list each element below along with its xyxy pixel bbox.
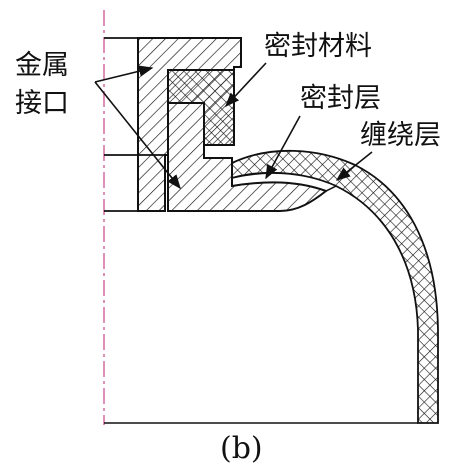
leader-metal-lower [94, 81, 181, 190]
label-metal-interface-line1: 金属 [15, 50, 69, 81]
label-winding-layer: 缠绕层 [360, 120, 441, 151]
leader-metal-upper [94, 65, 154, 83]
label-metal-interface-line2: 接口 [15, 88, 69, 119]
label-sealing-material: 密封材料 [264, 31, 372, 62]
leader-sealing-material [225, 62, 267, 108]
label-sealing-layer: 密封层 [300, 83, 381, 114]
leader-winding-layer [335, 151, 373, 181]
leader-sealing-layer [265, 115, 301, 180]
metal-interface-inner [167, 102, 329, 212]
figure-caption: (b) [220, 431, 263, 466]
